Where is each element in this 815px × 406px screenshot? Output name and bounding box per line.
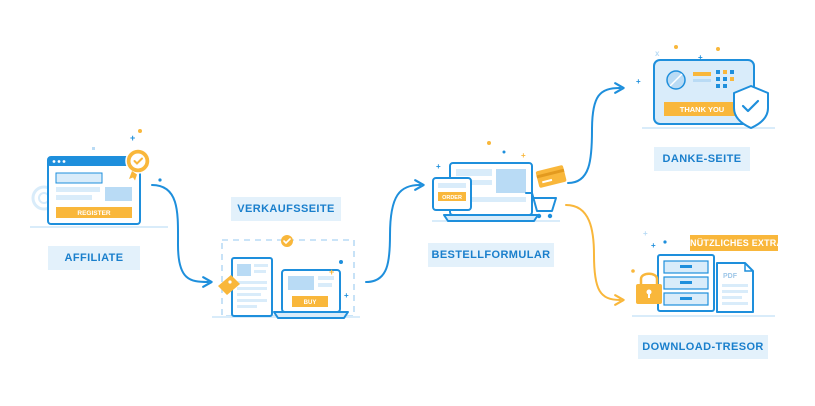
flow-arrow-order-to-thankyou bbox=[567, 82, 625, 184]
svg-text:+: + bbox=[130, 133, 135, 143]
label-affiliate: AFFILIATE bbox=[48, 246, 140, 270]
label-verkaufsseite: VERKAUFSSEITE bbox=[231, 197, 341, 221]
label-download-tresor: DOWNLOAD-TRESOR bbox=[638, 335, 768, 359]
svg-text:+: + bbox=[329, 267, 334, 277]
thank-you-illustration: THANK YOU bbox=[642, 59, 775, 129]
flow-arrow-order-to-vault bbox=[565, 204, 625, 306]
svg-text:+: + bbox=[521, 151, 526, 160]
svg-text:+: + bbox=[344, 291, 349, 300]
download-vault-illustration: PDF bbox=[632, 254, 775, 317]
pdf-label-text: PDF bbox=[723, 273, 738, 280]
shopping-cart-icon bbox=[525, 192, 557, 219]
price-tag-icon bbox=[218, 275, 240, 295]
affiliate-browser-illustration: REGISTER bbox=[30, 156, 168, 228]
affiliate-sparkles: + bbox=[92, 129, 162, 182]
vault-sparkles: + + bbox=[631, 229, 667, 273]
thank-you-sparkles: + x + bbox=[636, 45, 720, 86]
sales-check-icon bbox=[281, 235, 293, 247]
order-button-text: ORDER bbox=[442, 195, 462, 201]
shield-check-icon bbox=[733, 85, 769, 129]
useful-extra-tag: NÜTZLICHES EXTRA bbox=[690, 235, 783, 251]
svg-text:+: + bbox=[643, 229, 648, 238]
flow-arrow-affiliate-to-sales bbox=[151, 184, 213, 288]
label-bestellformular: BESTELLFORMULAR bbox=[428, 243, 554, 267]
affiliate-register-text: REGISTER bbox=[77, 210, 111, 217]
badge-check-icon bbox=[125, 148, 151, 181]
label-danke-seite: DANKE-SEITE bbox=[654, 147, 750, 171]
svg-text:+: + bbox=[436, 162, 441, 171]
svg-text:+: + bbox=[698, 53, 703, 62]
credit-card-icon bbox=[535, 165, 567, 188]
svg-text:+: + bbox=[651, 241, 656, 250]
sales-buy-text: BUY bbox=[304, 300, 317, 306]
sales-page-illustration: BUY bbox=[212, 239, 360, 319]
padlock-icon bbox=[636, 272, 662, 304]
svg-text:x: x bbox=[655, 49, 660, 58]
order-sparkles: + + bbox=[436, 141, 526, 171]
sales-sparkles: + + bbox=[329, 260, 349, 300]
thank-you-banner-text: THANK YOU bbox=[680, 105, 724, 114]
svg-text:+: + bbox=[636, 77, 641, 86]
order-form-illustration: ORDER bbox=[432, 162, 560, 222]
flow-arrow-sales-to-order bbox=[365, 179, 425, 283]
